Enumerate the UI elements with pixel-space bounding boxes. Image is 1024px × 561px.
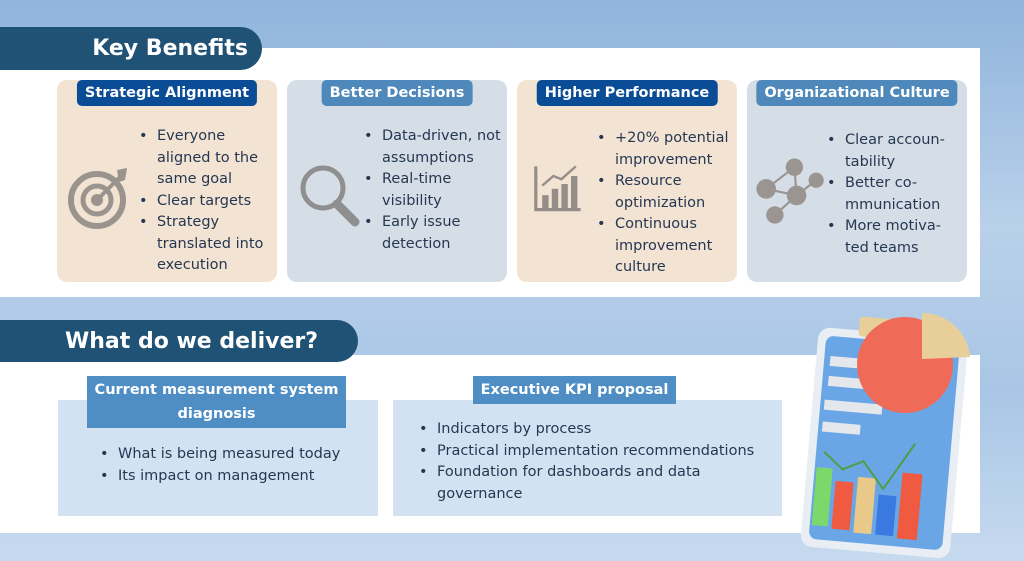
list-item: Real-time visibility [364, 169, 504, 212]
clipboard-chart-illustration [800, 312, 970, 559]
card-label: Strategic Alignment [76, 80, 258, 106]
list-item: Practical implementation recommendations [419, 441, 779, 463]
list-item: More motiva-ted teams [827, 216, 962, 259]
list-item: Its impact on management [100, 466, 340, 488]
list-item: What is being measured today [100, 444, 340, 466]
list-item: Foundation for dashboards and data gover… [419, 462, 779, 505]
card-label: Organizational Culture [756, 80, 958, 106]
card-label: Better Decisions [321, 80, 473, 106]
list-item: Early issue detection [364, 212, 504, 255]
heading-text: Key Benefits [92, 36, 248, 61]
list-item: Indicators by process [419, 419, 779, 441]
target-icon [68, 168, 127, 229]
heading-text: What do we deliver? [65, 328, 318, 354]
list-item: Continuous improvement culture [597, 214, 737, 279]
list-item: Resource optimization [597, 171, 737, 214]
benefit-list: Data-driven, not assumptions Real-time v… [364, 126, 504, 255]
kpi-proposal-box: Indicators by process Practical implemen… [393, 400, 782, 516]
diagnosis-label: Current measurement system diagnosis [87, 376, 346, 428]
key-benefits-heading: Key Benefits [0, 27, 262, 70]
deliver-list: Indicators by process Practical implemen… [419, 419, 779, 505]
card-better-decisions: Better Decisions Data-driven, not assump… [287, 80, 507, 282]
card-label: Higher Performance [536, 80, 718, 106]
list-item: Data-driven, not assumptions [364, 126, 504, 169]
card-strategic-alignment: Strategic Alignment Everyone aligned to … [57, 80, 277, 282]
bar-chart-icon [534, 165, 581, 212]
benefit-list: Everyone aligned to the same goal Clear … [139, 126, 274, 277]
list-item: Strategy translated into execution [139, 212, 274, 277]
list-item: Clear accoun-tability [827, 130, 962, 173]
deliver-list: What is being measured today Its impact … [100, 444, 340, 487]
list-item: +20% potential improvement [597, 128, 737, 171]
benefit-list: +20% potential improvement Resource opti… [597, 128, 737, 279]
list-item: Everyone aligned to the same goal [139, 126, 274, 191]
network-icon [756, 158, 824, 224]
list-item: Clear targets [139, 191, 274, 213]
deliver-heading: What do we deliver? [0, 320, 358, 362]
list-item: Better co-mmunication [827, 173, 962, 216]
kpi-proposal-label: Executive KPI proposal [473, 376, 676, 404]
card-organizational-culture: Organizational Culture Clear accoun-tabi… [747, 80, 967, 282]
benefit-list: Clear accoun-tability Better co-mmunicat… [827, 130, 962, 259]
magnifier-icon [300, 165, 360, 227]
card-higher-performance: Higher Performance +20% potential improv… [517, 80, 737, 282]
